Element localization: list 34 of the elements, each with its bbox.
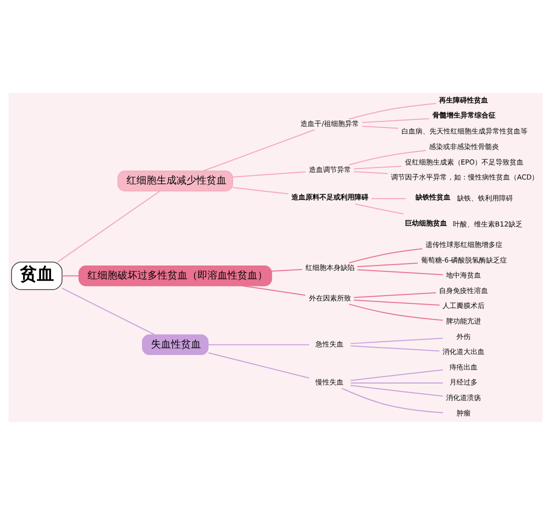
connector (350, 344, 440, 352)
connector (362, 125, 399, 128)
node-box: 贫血 (11, 261, 62, 290)
connector (348, 149, 426, 165)
connector (208, 344, 310, 345)
connector (348, 248, 423, 263)
connector (242, 284, 306, 296)
connector (341, 387, 444, 413)
node-box: 失血性贫血 (142, 334, 209, 355)
connector (232, 170, 306, 178)
connector (356, 262, 418, 267)
connector (350, 384, 444, 396)
connector (370, 198, 406, 199)
connector (356, 268, 444, 275)
connector (202, 128, 316, 171)
connector (208, 352, 310, 378)
connector (348, 303, 444, 320)
node-box: 红细胞破坏过多性贫血（即溶血性贫血） (78, 265, 272, 286)
connector (350, 337, 444, 344)
connector (353, 299, 440, 306)
connector (353, 170, 388, 174)
connector (362, 118, 430, 123)
connector (353, 292, 436, 298)
connector (232, 186, 289, 194)
connector (56, 190, 161, 262)
connector (353, 165, 402, 169)
connector (350, 382, 444, 383)
connector (354, 202, 404, 214)
connector (271, 268, 303, 272)
connector (350, 368, 444, 381)
connector (62, 287, 156, 335)
node-box: 红细胞生成减少性贫血 (118, 170, 234, 191)
connector (348, 102, 437, 119)
connector (62, 274, 80, 276)
